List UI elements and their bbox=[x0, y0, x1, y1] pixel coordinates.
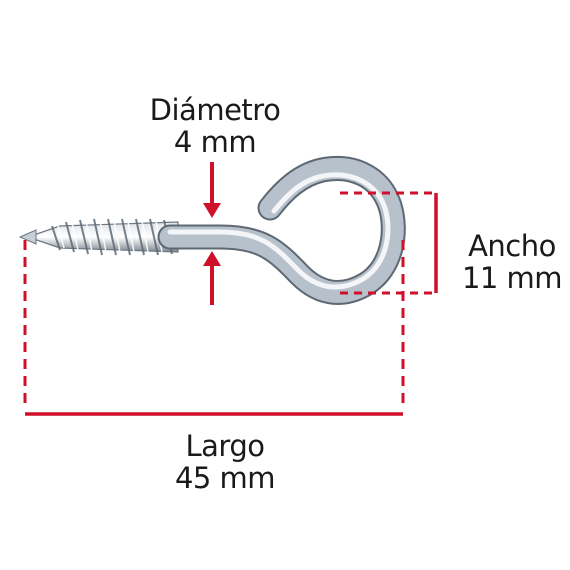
length-dimension bbox=[23, 240, 405, 416]
width-label-name: Ancho bbox=[468, 229, 556, 263]
length-label-name: Largo bbox=[185, 429, 266, 463]
screw-eye-hook-icon bbox=[18, 156, 406, 305]
width-dimension bbox=[340, 191, 438, 295]
eye-loop-wire bbox=[157, 156, 406, 305]
length-label-value: 45 mm bbox=[174, 461, 276, 495]
length-label: Largo 45 mm bbox=[140, 430, 310, 494]
diameter-label-name: Diámetro bbox=[149, 93, 281, 127]
width-label: Ancho 11 mm bbox=[452, 230, 570, 294]
diameter-label: Diámetro 4 mm bbox=[130, 94, 300, 158]
diameter-label-value: 4 mm bbox=[173, 125, 257, 159]
width-label-value: 11 mm bbox=[461, 261, 563, 295]
screw-thread bbox=[18, 218, 179, 256]
diameter-dimension bbox=[203, 162, 221, 305]
